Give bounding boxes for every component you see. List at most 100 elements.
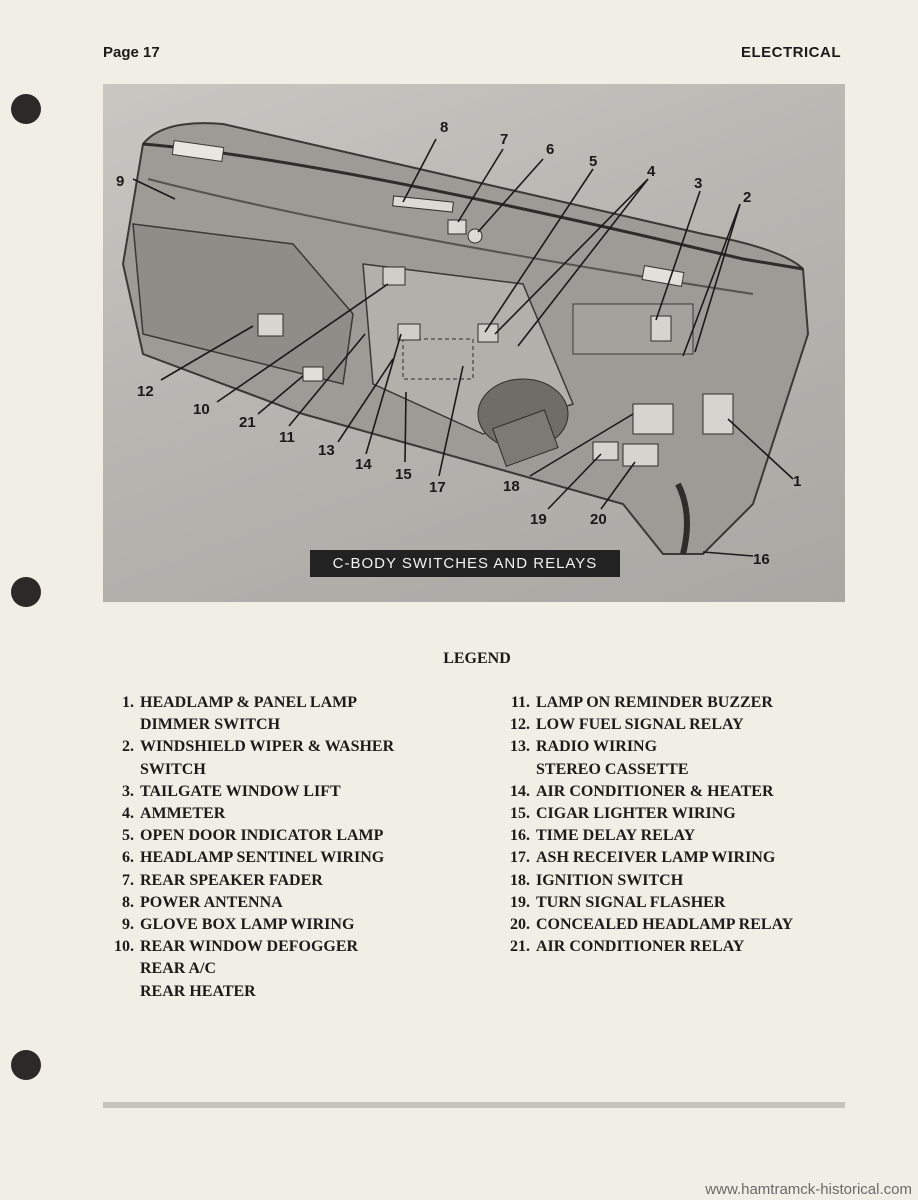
legend-line: AMMETER	[140, 805, 226, 823]
legend-item: 16. TIME DELAY RELAY	[500, 825, 845, 847]
legend-item: 11. LAMP ON REMINDER BUZZER	[500, 692, 845, 714]
footer-rule	[103, 1102, 845, 1108]
legend-line: POWER ANTENNA	[140, 893, 283, 911]
legend-line: IGNITION SWITCH	[536, 871, 684, 889]
legend-number: 15.	[510, 805, 530, 823]
callout-6: 6	[546, 141, 554, 158]
legend-number: 5.	[122, 827, 134, 845]
legend-number: 3.	[122, 782, 134, 800]
legend-text: GLOVE BOX LAMP WIRING	[140, 914, 354, 936]
callout-20: 20	[590, 511, 607, 528]
callout-9: 9	[116, 173, 124, 190]
legend-number: 9.	[122, 916, 134, 934]
legend-line: REAR WINDOW DEFOGGER	[140, 938, 359, 956]
legend-item: 13. RADIO WIRING STEREO CASSETTE	[500, 736, 845, 780]
legend-line: ASH RECEIVER LAMP WIRING	[536, 849, 776, 867]
legend-line: RADIO WIRING	[536, 738, 658, 756]
legend-line: LAMP ON REMINDER BUZZER	[536, 694, 773, 711]
callout-3: 3	[694, 175, 702, 192]
legend-text: ASH RECEIVER LAMP WIRING	[536, 847, 775, 869]
legend-line: TURN SIGNAL FLASHER	[536, 893, 726, 911]
legend-item: 17. ASH RECEIVER LAMP WIRING	[500, 847, 845, 869]
legend-text: IGNITION SWITCH	[536, 870, 683, 892]
legend-text: HEADLAMP SENTINEL WIRING	[140, 847, 384, 869]
legend-text: LOW FUEL SIGNAL RELAY	[536, 714, 744, 736]
legend-item: 10. REAR WINDOW DEFOGGER REAR A/C REAR HEAT…	[104, 936, 504, 1003]
callout-12: 12	[137, 383, 154, 400]
legend-item: 5. OPEN DOOR INDICATOR LAMP	[104, 825, 504, 847]
legend-item: 8.POWER ANTENNA	[104, 892, 504, 914]
legend-text: AIR CONDITIONER & HEATER	[536, 781, 774, 803]
callout-13: 13	[318, 442, 335, 459]
legend-item: 18.IGNITION SWITCH	[500, 870, 845, 892]
legend-item: 9. GLOVE BOX LAMP WIRING	[104, 914, 504, 936]
legend-number: 14.	[510, 782, 530, 800]
legend-text: REAR WINDOW DEFOGGER REAR A/C REAR HEATER	[140, 936, 358, 1003]
legend-line: WINDSHIELD WIPER & WASHER	[140, 738, 395, 756]
callout-11: 11	[279, 429, 295, 446]
legend-line: CONCEALED HEADLAMP RELAY	[536, 916, 794, 934]
legend-line: REAR A/C	[140, 960, 217, 978]
callout-14: 14	[355, 456, 372, 473]
legend-line: LOW FUEL SIGNAL RELAY	[536, 716, 744, 734]
legend-line: OPEN DOOR INDICATOR LAMP	[140, 827, 384, 845]
legend-text: LAMP ON REMINDER BUZZER	[536, 692, 773, 714]
legend-line: HEADLAMP & PANEL LAMP	[140, 694, 358, 711]
callout-8: 8	[440, 119, 448, 136]
legend-line: TIME DELAY RELAY	[536, 827, 696, 845]
page-number: Page 17	[103, 44, 160, 61]
legend-line: STEREO CASSETTE	[536, 760, 689, 778]
legend-line: REAR HEATER	[140, 982, 256, 1000]
legend-line: HEADLAMP SENTINEL WIRING	[140, 849, 385, 867]
legend-line: AIR CONDITIONER RELAY	[536, 938, 745, 956]
callout-4: 4	[647, 163, 656, 180]
figure-caption: C-BODY SWITCHES AND RELAYS	[310, 550, 620, 577]
callout-18: 18	[503, 478, 520, 495]
legend-number: 10.	[114, 938, 134, 956]
callout-21: 21	[239, 414, 256, 431]
callout-19: 19	[530, 511, 547, 528]
legend-text: REAR SPEAKER FADER	[140, 870, 323, 892]
legend-title: LEGEND	[443, 650, 511, 667]
legend-number: 11.	[510, 694, 530, 711]
dashboard-photo: 8 7 6 5 4 3 2 9 12 10 21 11 13 14 15 17 …	[103, 84, 845, 602]
legend-number: 1.	[122, 694, 134, 711]
legend-text: AMMETER	[140, 803, 225, 825]
legend-line: GLOVE BOX LAMP WIRING	[140, 916, 355, 934]
legend-text: POWER ANTENNA	[140, 892, 283, 914]
legend-number: 6.	[122, 849, 134, 867]
legend-item: 4. AMMETER	[104, 803, 504, 825]
legend-line: SWITCH	[140, 760, 206, 778]
legend-line: REAR SPEAKER FADER	[140, 871, 323, 889]
legend-line: CIGAR LIGHTER WIRING	[536, 805, 736, 823]
binder-hole-middle	[11, 577, 41, 607]
legend-text: TIME DELAY RELAY	[536, 825, 695, 847]
callout-10: 10	[193, 401, 210, 418]
legend-item: 14. AIR CONDITIONER & HEATER	[500, 781, 845, 803]
legend-text: RADIO WIRING STEREO CASSETTE	[536, 736, 689, 780]
callout-17: 17	[429, 479, 446, 496]
legend-text: AIR CONDITIONER RELAY	[536, 936, 744, 958]
legend-number: 12.	[510, 716, 530, 734]
callout-5: 5	[589, 153, 597, 170]
legend-number: 13.	[510, 738, 530, 756]
legend-text: WINDSHIELD WIPER & WASHER SWITCH	[140, 736, 394, 780]
legend-number: 16.	[510, 827, 530, 845]
legend-text: CONCEALED HEADLAMP RELAY	[536, 914, 793, 936]
legend-number: 21.	[510, 938, 530, 956]
legend-number: 17.	[510, 849, 530, 867]
legend-number: 4.	[122, 805, 134, 823]
legend-line: TAILGATE WINDOW LIFT	[140, 782, 341, 800]
legend-item: 21. AIR CONDITIONER RELAY	[500, 936, 845, 958]
legend-item: 7.REAR SPEAKER FADER	[104, 870, 504, 892]
binder-hole-top	[11, 94, 41, 124]
legend-line: AIR CONDITIONER & HEATER	[536, 782, 774, 800]
legend-item: 3. TAILGATE WINDOW LIFT	[104, 781, 504, 803]
legend-line: DIMMER SWITCH	[140, 716, 281, 734]
callout-1: 1	[793, 473, 801, 490]
watermark: www.hamtramck-historical.com	[705, 1181, 912, 1198]
legend-text: TAILGATE WINDOW LIFT	[140, 781, 341, 803]
section-title: ELECTRICAL	[741, 44, 841, 61]
